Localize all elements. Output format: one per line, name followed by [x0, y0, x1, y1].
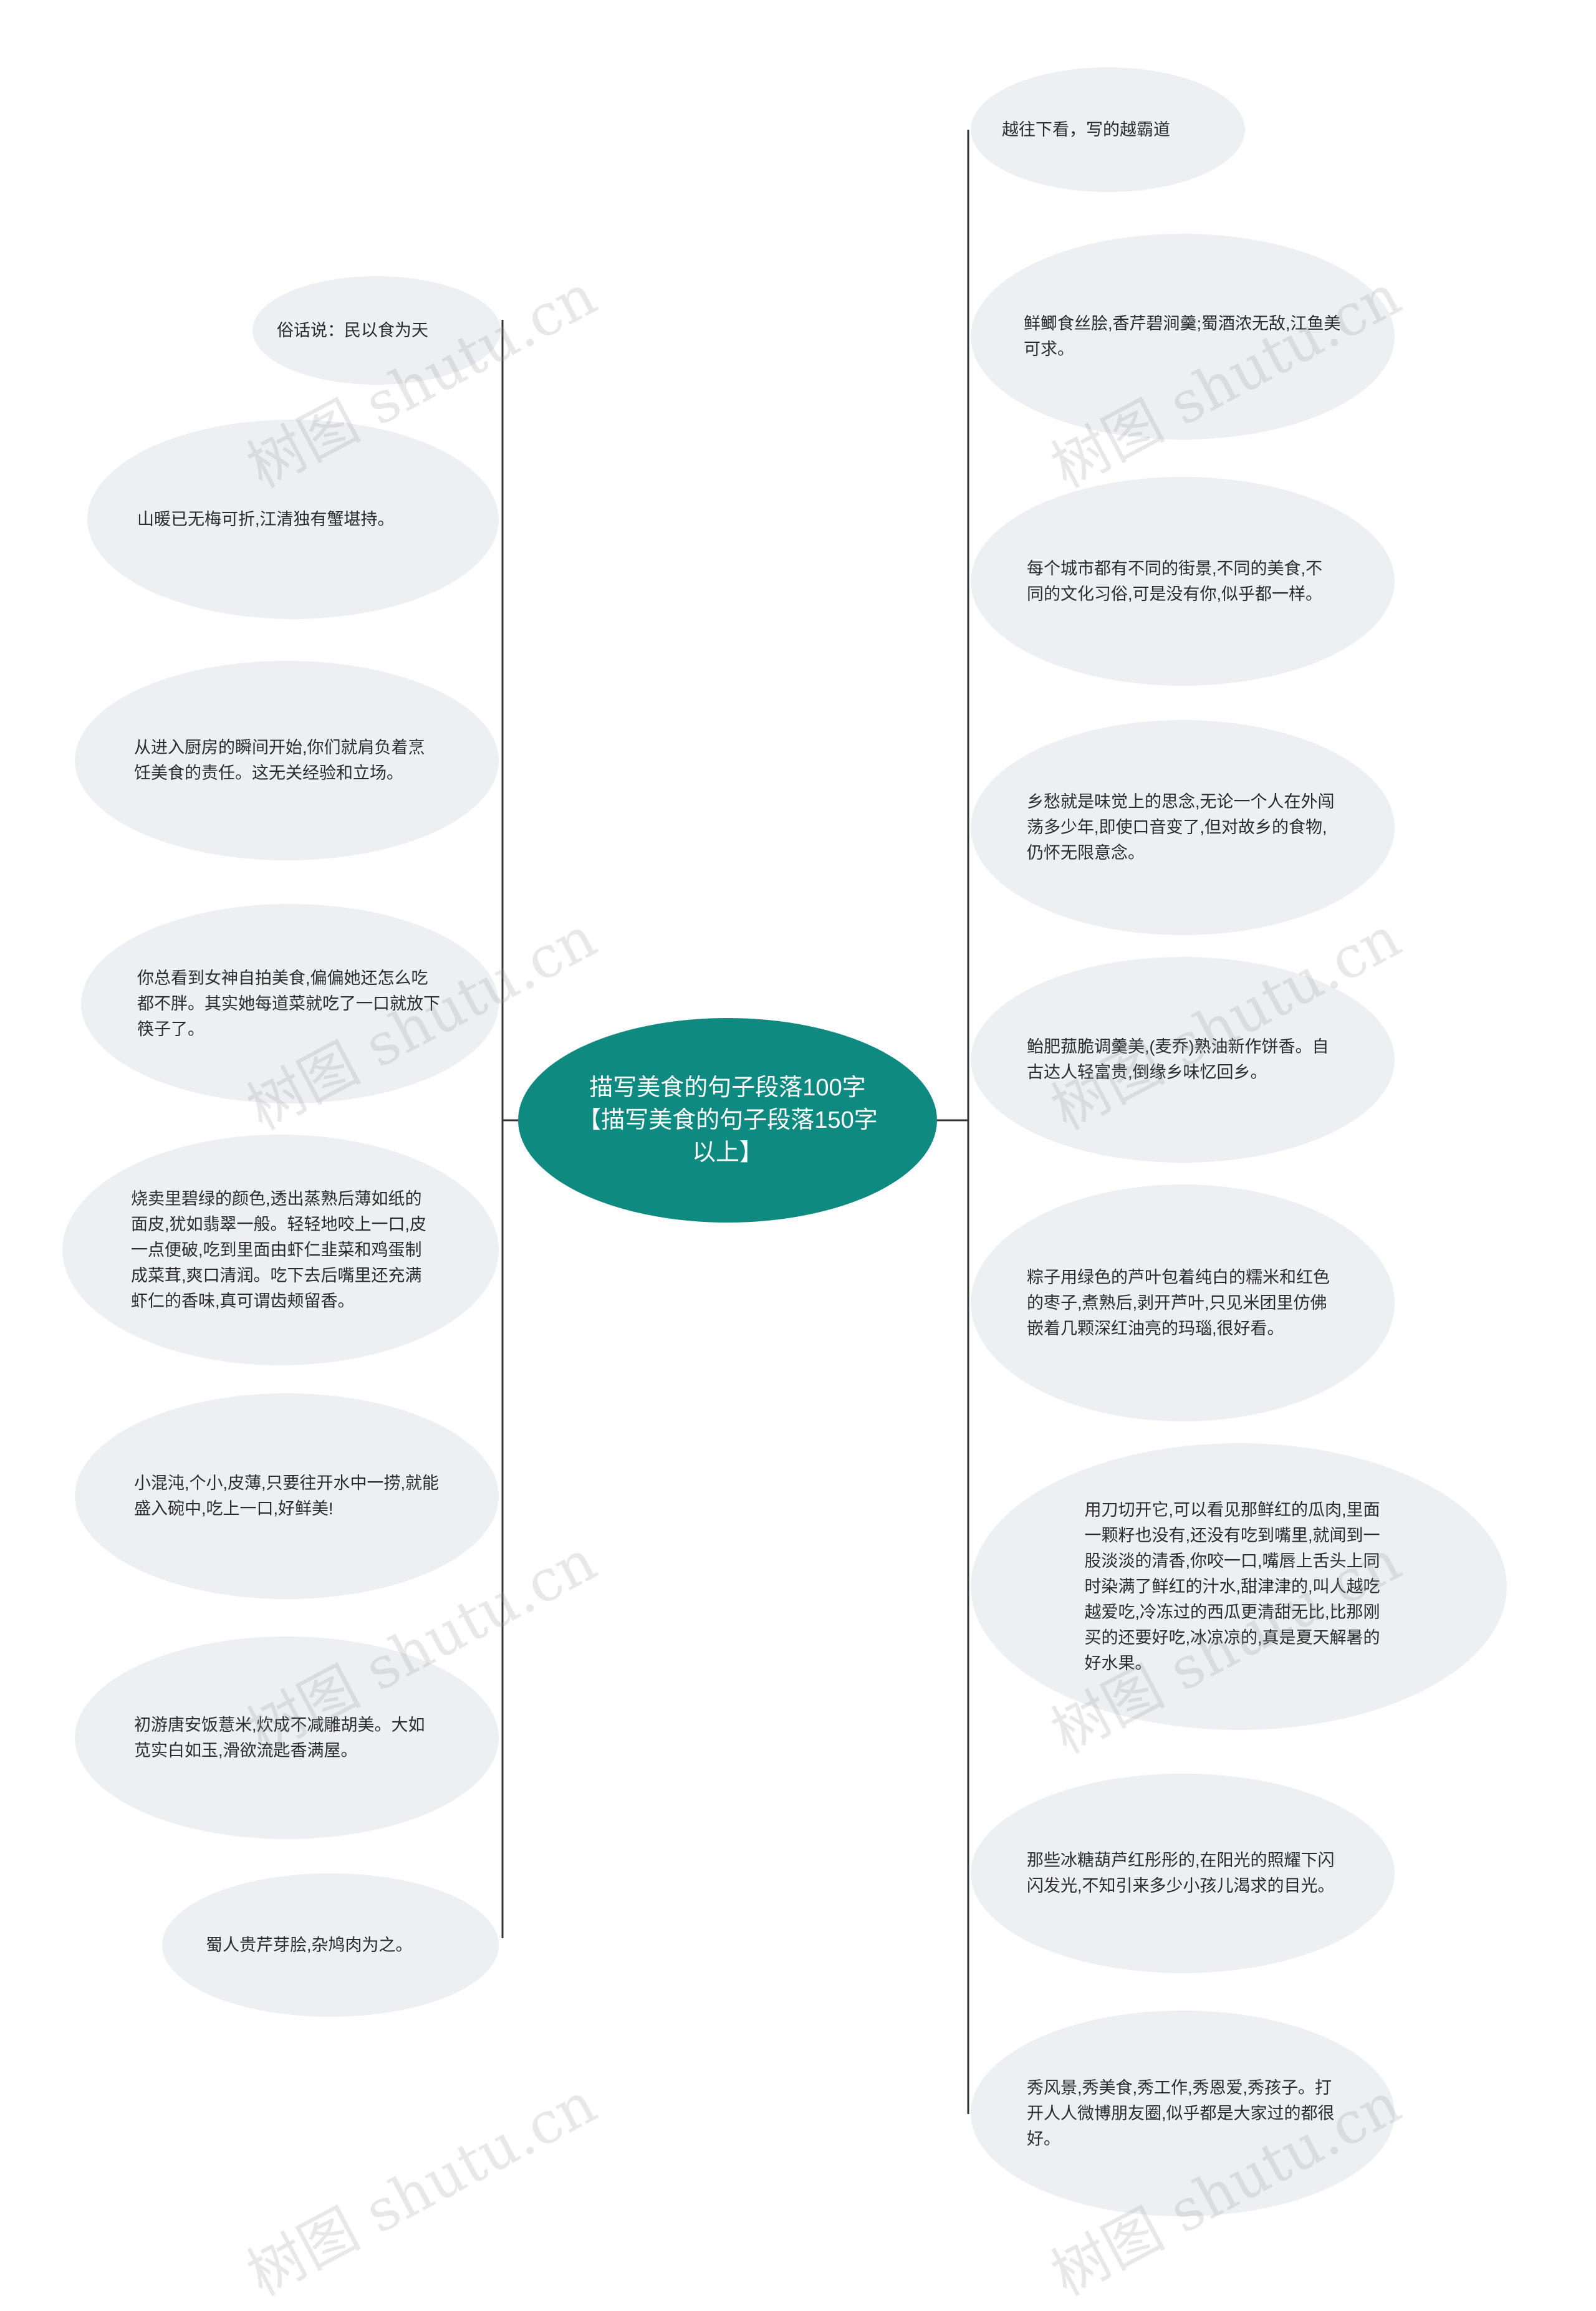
right-node-6-text: 粽子用绿色的芦叶包着纯白的糯米和红色的枣子,煮熟后,剥开芦叶,只见米团里仿佛嵌着…: [1027, 1267, 1330, 1338]
right-node-1[interactable]: 越往下看，写的越霸道: [971, 67, 1245, 192]
right-node-5[interactable]: 鲐肥菰脆调羹美,(麦乔)熟油新作饼香。自古达人轻富贵,倒缘乡味忆回乡。: [971, 957, 1395, 1163]
right-node-3-text: 每个城市都有不同的街景,不同的美食,不同的文化习俗,可是没有你,似乎都一样。: [1027, 559, 1323, 603]
left-node-3[interactable]: 从进入厨房的瞬间开始,你们就肩负着烹饪美食的责任。这无关经验和立场。: [75, 661, 499, 860]
left-node-4[interactable]: 你总看到女神自拍美食,偏偏她还怎么吃都不胖。其实她每道菜就吃了一口就放下筷子了。: [81, 904, 499, 1103]
connector-lines: [501, 130, 969, 2114]
left-node-5-text: 烧卖里碧绿的颜色,透出蒸熟后薄如纸的面皮,犹如翡翠一般。轻轻地咬上一口,皮一点便…: [131, 1189, 427, 1310]
right-node-7-text: 用刀切开它,可以看见那鲜红的瓜肉,里面一颗籽也没有,还没有吃到嘴里,就闻到一股淡…: [1084, 1500, 1380, 1673]
right-node-7[interactable]: 用刀切开它,可以看见那鲜红的瓜肉,里面一颗籽也没有,还没有吃到嘴里,就闻到一股淡…: [971, 1443, 1507, 1730]
left-node-1-text: 俗话说：民以食为天: [277, 320, 428, 340]
left-node-5[interactable]: 烧卖里碧绿的颜色,透出蒸熟后薄如纸的面皮,犹如翡翠一般。轻轻地咬上一口,皮一点便…: [62, 1135, 499, 1365]
left-node-1[interactable]: 俗话说：民以食为天: [252, 276, 501, 385]
right-node-6[interactable]: 粽子用绿色的芦叶包着纯白的糯米和红色的枣子,煮熟后,剥开芦叶,只见米团里仿佛嵌着…: [971, 1184, 1395, 1421]
left-node-4-text: 你总看到女神自拍美食,偏偏她还怎么吃都不胖。其实她每道菜就吃了一口就放下筷子了。: [137, 968, 440, 1039]
right-node-9[interactable]: 秀风景,秀美食,秀工作,秀恩爱,秀孩子。打开人人微博朋友圈,似乎都是大家过的都很…: [971, 2011, 1395, 2216]
mindmap-canvas: 俗话说：民以食为天 山暖已无梅可折,江清独有蟹堪持。 从进入厨房的瞬间开始,你们…: [62, 67, 1507, 2309]
left-node-8[interactable]: 蜀人贵芹芽脍,杂鸠肉为之。: [162, 1873, 499, 2017]
left-node-7[interactable]: 初游唐安饭薏米,炊成不减雕胡美。大如苋实白如玉,滑欲流匙香满屋。: [75, 1636, 499, 1839]
left-node-6[interactable]: 小混沌,个小,皮薄,只要往开水中一捞,就能盛入碗中,吃上一口,好鲜美!: [75, 1393, 499, 1599]
right-node-2-text: 鲜鲫食丝脍,香芹碧涧羹;蜀酒浓无敌,江鱼美可求。: [1024, 314, 1341, 358]
left-node-2-text: 山暖已无梅可折,江清独有蟹堪持。: [137, 509, 395, 529]
right-node-2[interactable]: 鲜鲫食丝脍,香芹碧涧羹;蜀酒浓无敌,江鱼美可求。: [971, 234, 1395, 440]
root-topic-node[interactable]: 描写美食的句子段落100字【描写美食的句子段落150字以上】: [518, 1018, 937, 1223]
left-node-6-text: 小混沌,个小,皮薄,只要往开水中一捞,就能盛入碗中,吃上一口,好鲜美!: [134, 1474, 440, 1518]
left-node-3-text: 从进入厨房的瞬间开始,你们就肩负着烹饪美食的责任。这无关经验和立场。: [134, 738, 425, 782]
right-node-5-text: 鲐肥菰脆调羹美,(麦乔)熟油新作饼香。自古达人轻富贵,倒缘乡味忆回乡。: [1027, 1037, 1329, 1082]
left-node-2[interactable]: 山暖已无梅可折,江清独有蟹堪持。: [87, 420, 499, 619]
right-node-8[interactable]: 那些冰糖葫芦红彤彤的,在阳光的照耀下闪闪发光,不知引来多少小孩儿渴求的目光。: [971, 1774, 1395, 1973]
right-node-9-text: 秀风景,秀美食,秀工作,秀恩爱,秀孩子。打开人人微博朋友圈,似乎都是大家过的都很…: [1027, 2078, 1335, 2148]
right-node-1-text: 越往下看，写的越霸道: [1002, 120, 1170, 139]
root-topic-text: 描写美食的句子段落100字【描写美食的句子段落150字以上】: [577, 1075, 878, 1166]
right-node-4[interactable]: 乡愁就是味觉上的思念,无论一个人在外闯荡多少年,即使口音变了,但对故乡的食物,仍…: [971, 720, 1395, 935]
right-node-4-text: 乡愁就是味觉上的思念,无论一个人在外闯荡多少年,即使口音变了,但对故乡的食物,仍…: [1027, 792, 1335, 862]
right-node-8-text: 那些冰糖葫芦红彤彤的,在阳光的照耀下闪闪发光,不知引来多少小孩儿渴求的目光。: [1027, 1851, 1335, 1895]
right-node-3[interactable]: 每个城市都有不同的街景,不同的美食,不同的文化习俗,可是没有你,似乎都一样。: [971, 477, 1395, 686]
left-node-7-text: 初游唐安饭薏米,炊成不减雕胡美。大如苋实白如玉,滑欲流匙香满屋。: [134, 1715, 425, 1760]
left-node-8-text: 蜀人贵芹芽脍,杂鸠肉为之。: [206, 1935, 413, 1954]
